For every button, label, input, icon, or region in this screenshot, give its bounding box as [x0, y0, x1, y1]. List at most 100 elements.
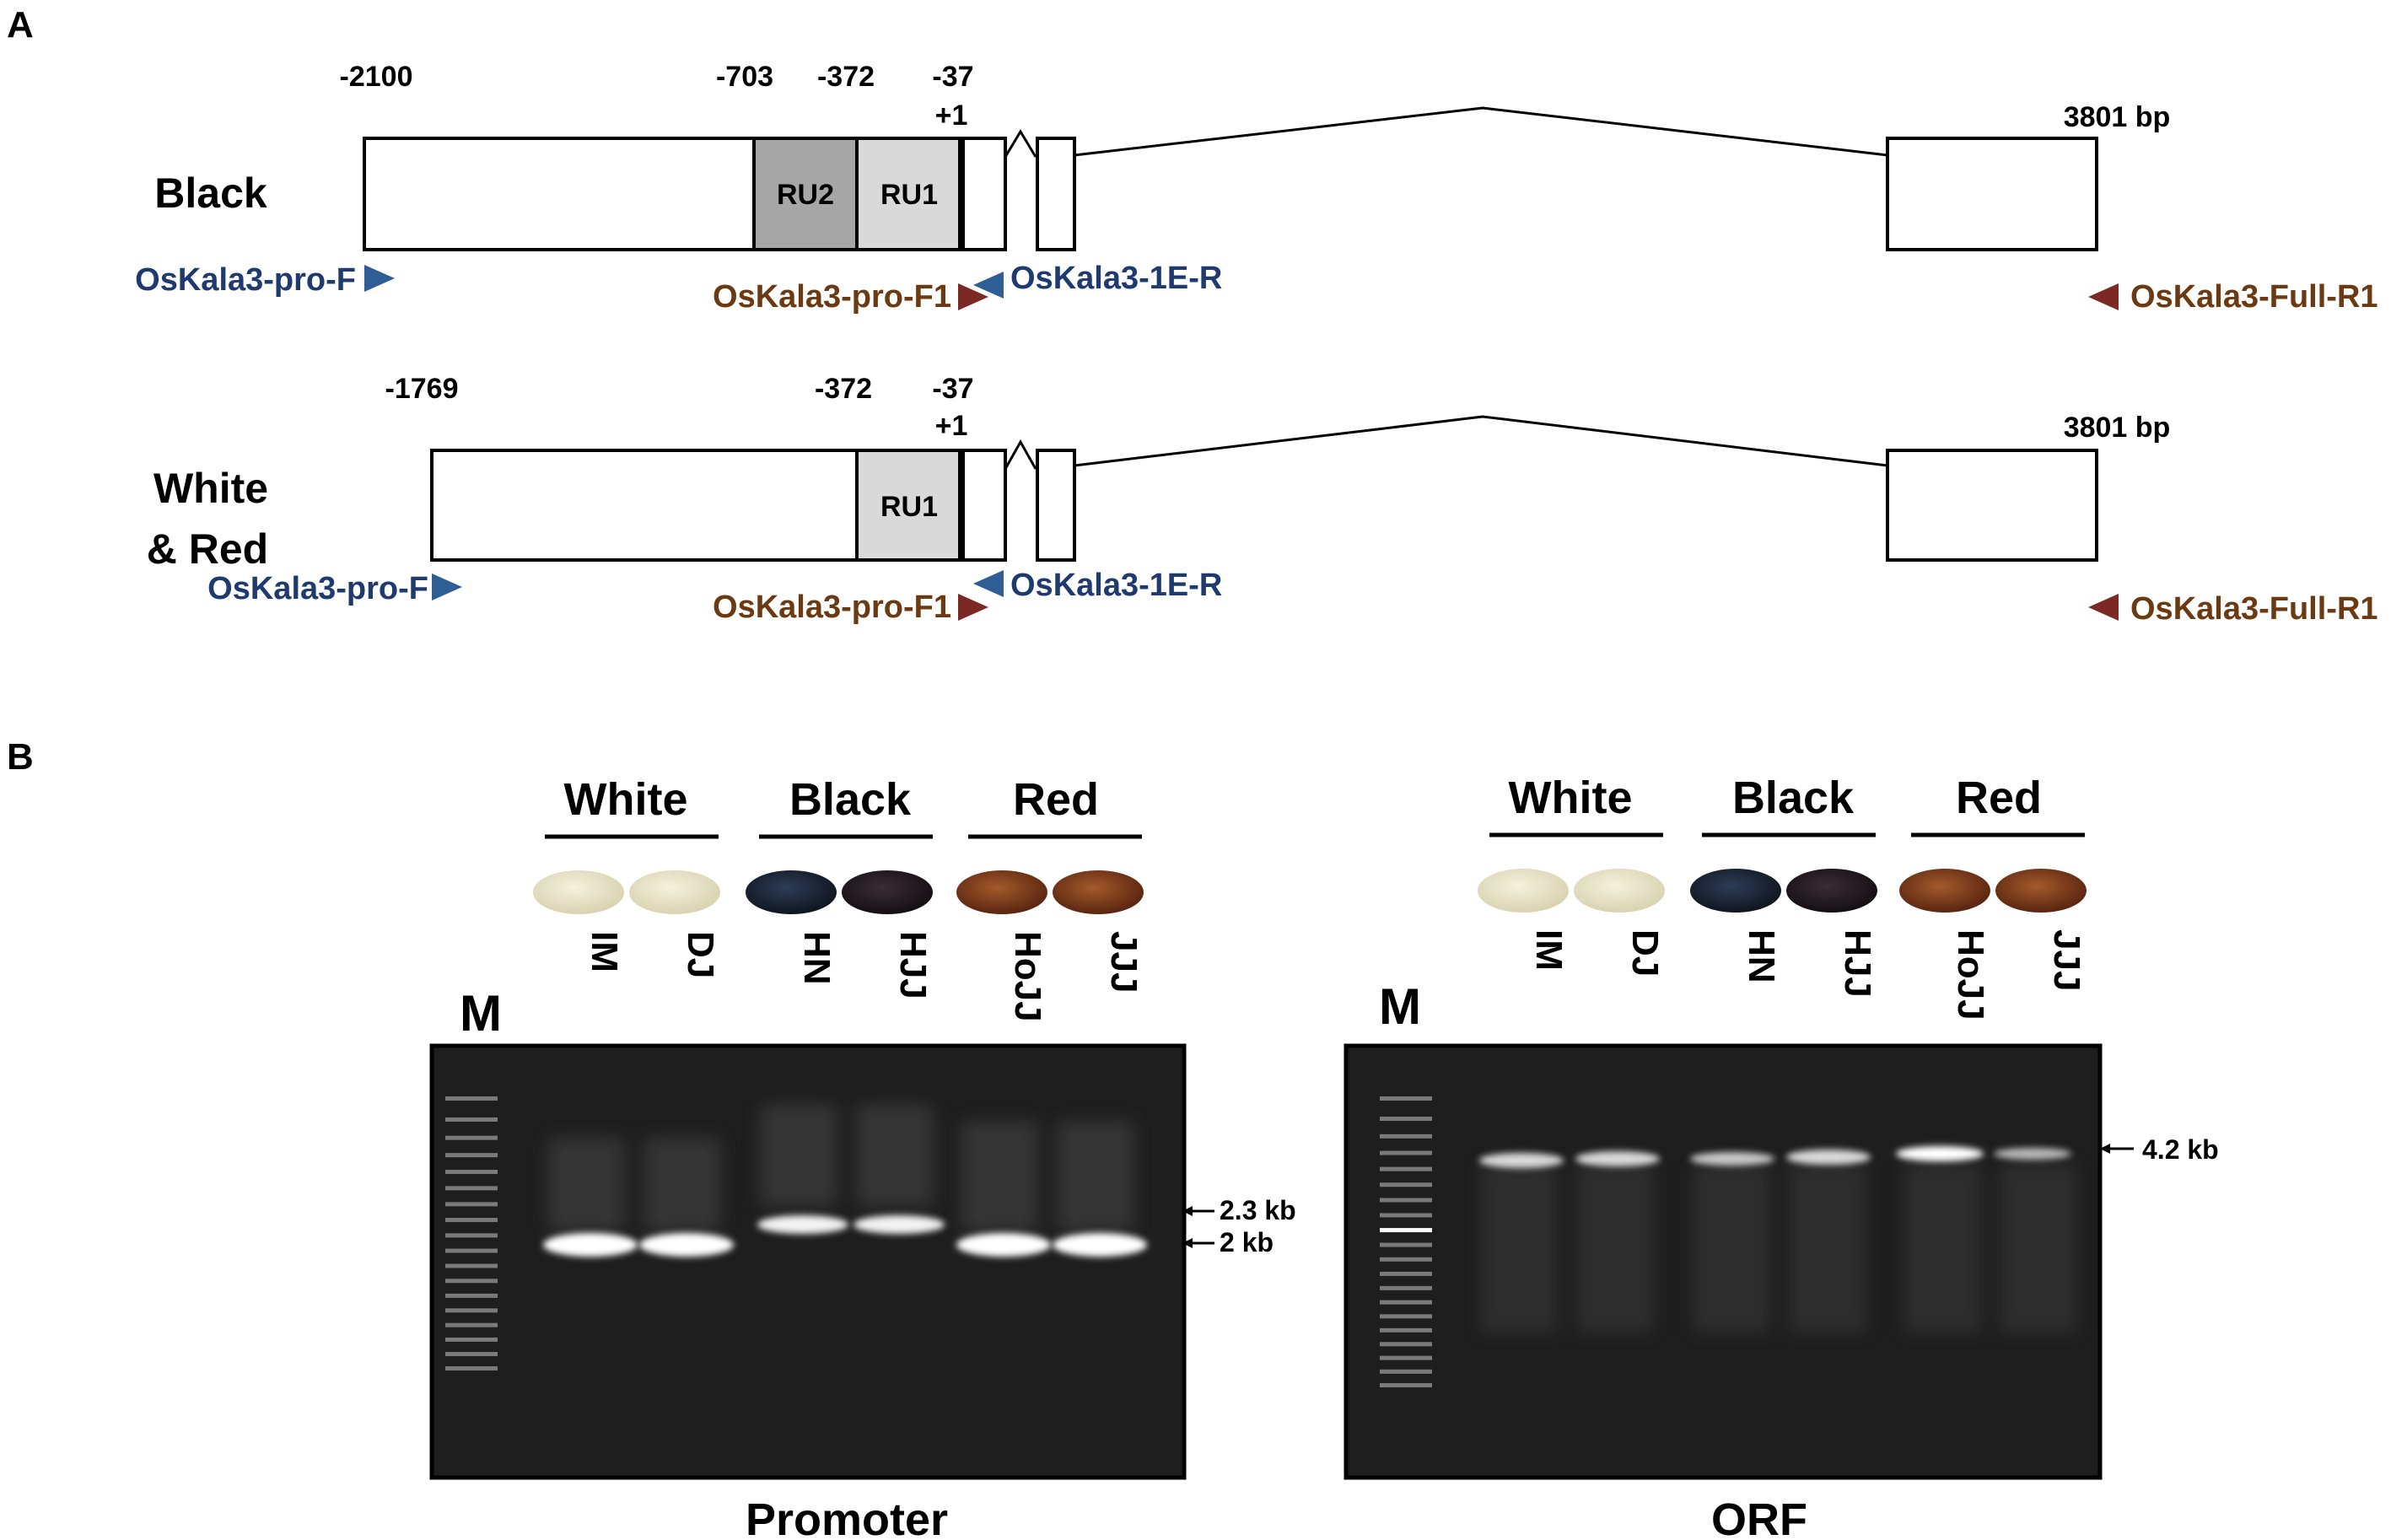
ladder-rung [445, 1186, 498, 1191]
orf-bands [1479, 1146, 2071, 1168]
primer-1e-r: OsKala3-1E-R [1010, 261, 1222, 296]
white-red-construct: White & Red -1769 -372 -37 +1 3801 bp RU… [147, 373, 2378, 627]
ladder-rung [1380, 1166, 1432, 1171]
ladder-rung [445, 1279, 498, 1284]
seed-dj [629, 870, 720, 914]
ladder-rung [445, 1170, 498, 1175]
lane-dj: DJ [1624, 929, 1666, 977]
ladder-rung [1380, 1257, 1432, 1262]
primer-full-r1: OsKala3-Full-R1 [2130, 591, 2378, 627]
ladder-rung [1380, 1182, 1432, 1187]
white-red-title-1: White [153, 465, 268, 512]
band-hojj [956, 1233, 1051, 1257]
seed-hn [746, 870, 837, 914]
primer-1e-r: OsKala3-1E-R [1010, 568, 1222, 603]
ladder-rung [445, 1263, 498, 1268]
band-dj [639, 1233, 734, 1257]
seed-jjj [1053, 870, 1144, 914]
primer-pro-f1: OsKala3-pro-F1 [713, 590, 951, 625]
ladder-rung [445, 1117, 498, 1122]
ladder-rung [445, 1217, 498, 1222]
ladder-rung [1380, 1355, 1432, 1360]
seed-im [533, 870, 624, 914]
ladder-rung [1380, 1096, 1432, 1101]
panel-label-a: A [7, 4, 34, 46]
ru2-label: RU2 [777, 179, 834, 211]
arrow-left-icon [1182, 1206, 1193, 1216]
ru2-box [752, 137, 859, 251]
intron-1 [1004, 439, 1037, 470]
ladder-rung [1380, 1198, 1432, 1203]
lane-jjj: JJJ [2046, 929, 2087, 991]
lane-hjj: HJJ [1837, 929, 1878, 998]
primer-pro-f: OsKala3-pro-F [135, 262, 356, 298]
ladder-rung [1380, 1150, 1432, 1155]
pos-703: -703 [716, 61, 773, 93]
ladder-rung [1380, 1300, 1432, 1305]
ladder-rung [445, 1202, 498, 1207]
ladder-rung [445, 1322, 498, 1327]
size-2kb: 2 kb [1220, 1227, 1274, 1257]
panel-label-b: B [7, 736, 34, 778]
ladder-rung [445, 1135, 498, 1140]
band-hjj [1786, 1150, 1871, 1165]
band-dj [1575, 1151, 1660, 1166]
group-white: White [564, 774, 688, 825]
ladder-rung [445, 1366, 498, 1370]
seed-hjj [1786, 869, 1877, 913]
pos-plus1: +1 [935, 410, 968, 442]
ladder-rung [445, 1233, 498, 1238]
pos-37: -37 [932, 61, 973, 93]
ladder-rung [445, 1337, 498, 1342]
size-4-2kb: 4.2 kb [2142, 1134, 2219, 1165]
pos-37: -37 [932, 373, 973, 405]
intron-2 [1074, 415, 1888, 467]
arrow-right-icon [958, 594, 988, 621]
exon-2 [1036, 449, 1076, 562]
seed-hn [1690, 869, 1781, 913]
band-hojj [1896, 1146, 1984, 1161]
ladder-rung [445, 1248, 498, 1253]
promoter-gel-panel: White Black Red IM DJ HN HJJ HoJJ JJJ M [429, 774, 1296, 1540]
pos-plus1: +1 [935, 100, 968, 132]
group-black: Black [1732, 773, 1855, 823]
seed-hojj [1899, 869, 1990, 913]
lane-im: IM [584, 931, 625, 972]
arrow-left-icon [2100, 1144, 2110, 1154]
band-hjj [853, 1215, 945, 1234]
band-hn [757, 1215, 848, 1234]
pos-1769: -1769 [385, 373, 459, 405]
seed-im [1478, 869, 1569, 913]
marker-ladder [445, 1096, 498, 1370]
ladder-rung [445, 1153, 498, 1158]
ladder-rung [1380, 1271, 1432, 1276]
pos-2100: -2100 [340, 61, 413, 93]
ladder-rung [445, 1293, 498, 1298]
seed-jjj [1995, 869, 2087, 913]
band-im [543, 1233, 638, 1257]
lane-hojj: HoJJ [1007, 931, 1048, 1022]
marker-label: M [460, 985, 502, 1042]
band-jjj [1994, 1148, 2071, 1160]
lane-hojj: HoJJ [1950, 929, 1991, 1020]
seed-hjj [842, 870, 933, 914]
arrow-left-icon [973, 272, 1004, 299]
exon-2 [1036, 137, 1076, 251]
size-2-3kb: 2.3 kb [1220, 1195, 1296, 1225]
ladder-rung [1380, 1228, 1432, 1233]
pos-3801: 3801 bp [2064, 101, 2171, 133]
lane-hn: HN [796, 931, 837, 985]
arrow-right-icon [958, 283, 988, 310]
group-black: Black [789, 774, 912, 825]
lane-hn: HN [1741, 929, 1782, 983]
lane-hjj: HJJ [892, 931, 934, 999]
ladder-rung [445, 1308, 498, 1313]
ladder-rung [1380, 1285, 1432, 1290]
ru1-box [855, 137, 963, 251]
black-title: Black [154, 170, 267, 217]
group-red: Red [1956, 773, 2042, 823]
ladder-rung [445, 1352, 498, 1357]
ladder-rung [1380, 1117, 1432, 1122]
ru1-box [855, 449, 963, 562]
